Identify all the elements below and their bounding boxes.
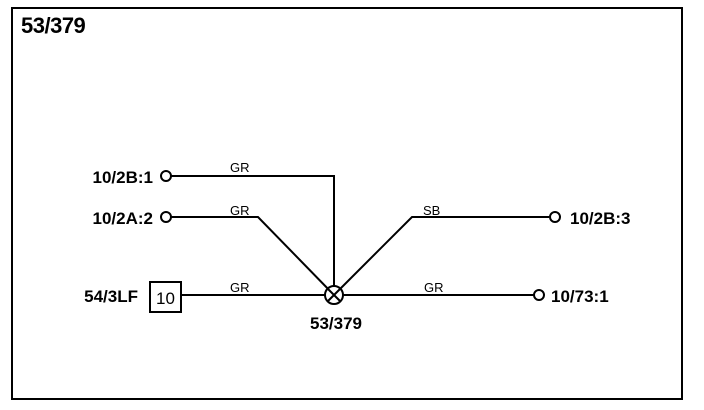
wire-5-label: GR bbox=[424, 280, 444, 295]
terminal-c4-icon bbox=[549, 211, 561, 223]
wire-4-label: SB bbox=[423, 203, 440, 218]
wire-1 bbox=[171, 175, 335, 295]
splice-icon bbox=[324, 285, 344, 305]
terminal-c2-icon bbox=[160, 211, 172, 223]
splice-label: 53/379 bbox=[310, 314, 362, 333]
wire-4 bbox=[333, 216, 549, 296]
terminal-c5-icon bbox=[533, 289, 545, 301]
diagram-title: 53/379 bbox=[21, 13, 86, 38]
connector-c5-label: 10/73:1 bbox=[551, 287, 609, 306]
connector-c4-label: 10/2B:3 bbox=[570, 209, 630, 228]
diagram-frame bbox=[11, 7, 683, 400]
terminal-c1-icon bbox=[160, 170, 172, 182]
wire-2-label: GR bbox=[230, 203, 250, 218]
connector-c1-label: 10/2B:1 bbox=[93, 168, 153, 187]
connector-c2-label: 10/2A:2 bbox=[93, 209, 153, 228]
wire-2 bbox=[171, 216, 335, 296]
connector-box bbox=[149, 281, 182, 313]
wire-3-label: GR bbox=[230, 280, 250, 295]
wire-1-label: GR bbox=[230, 160, 250, 175]
connector-box-label: 10 bbox=[156, 289, 175, 308]
connector-c3-label: 54/3LF bbox=[84, 287, 138, 306]
